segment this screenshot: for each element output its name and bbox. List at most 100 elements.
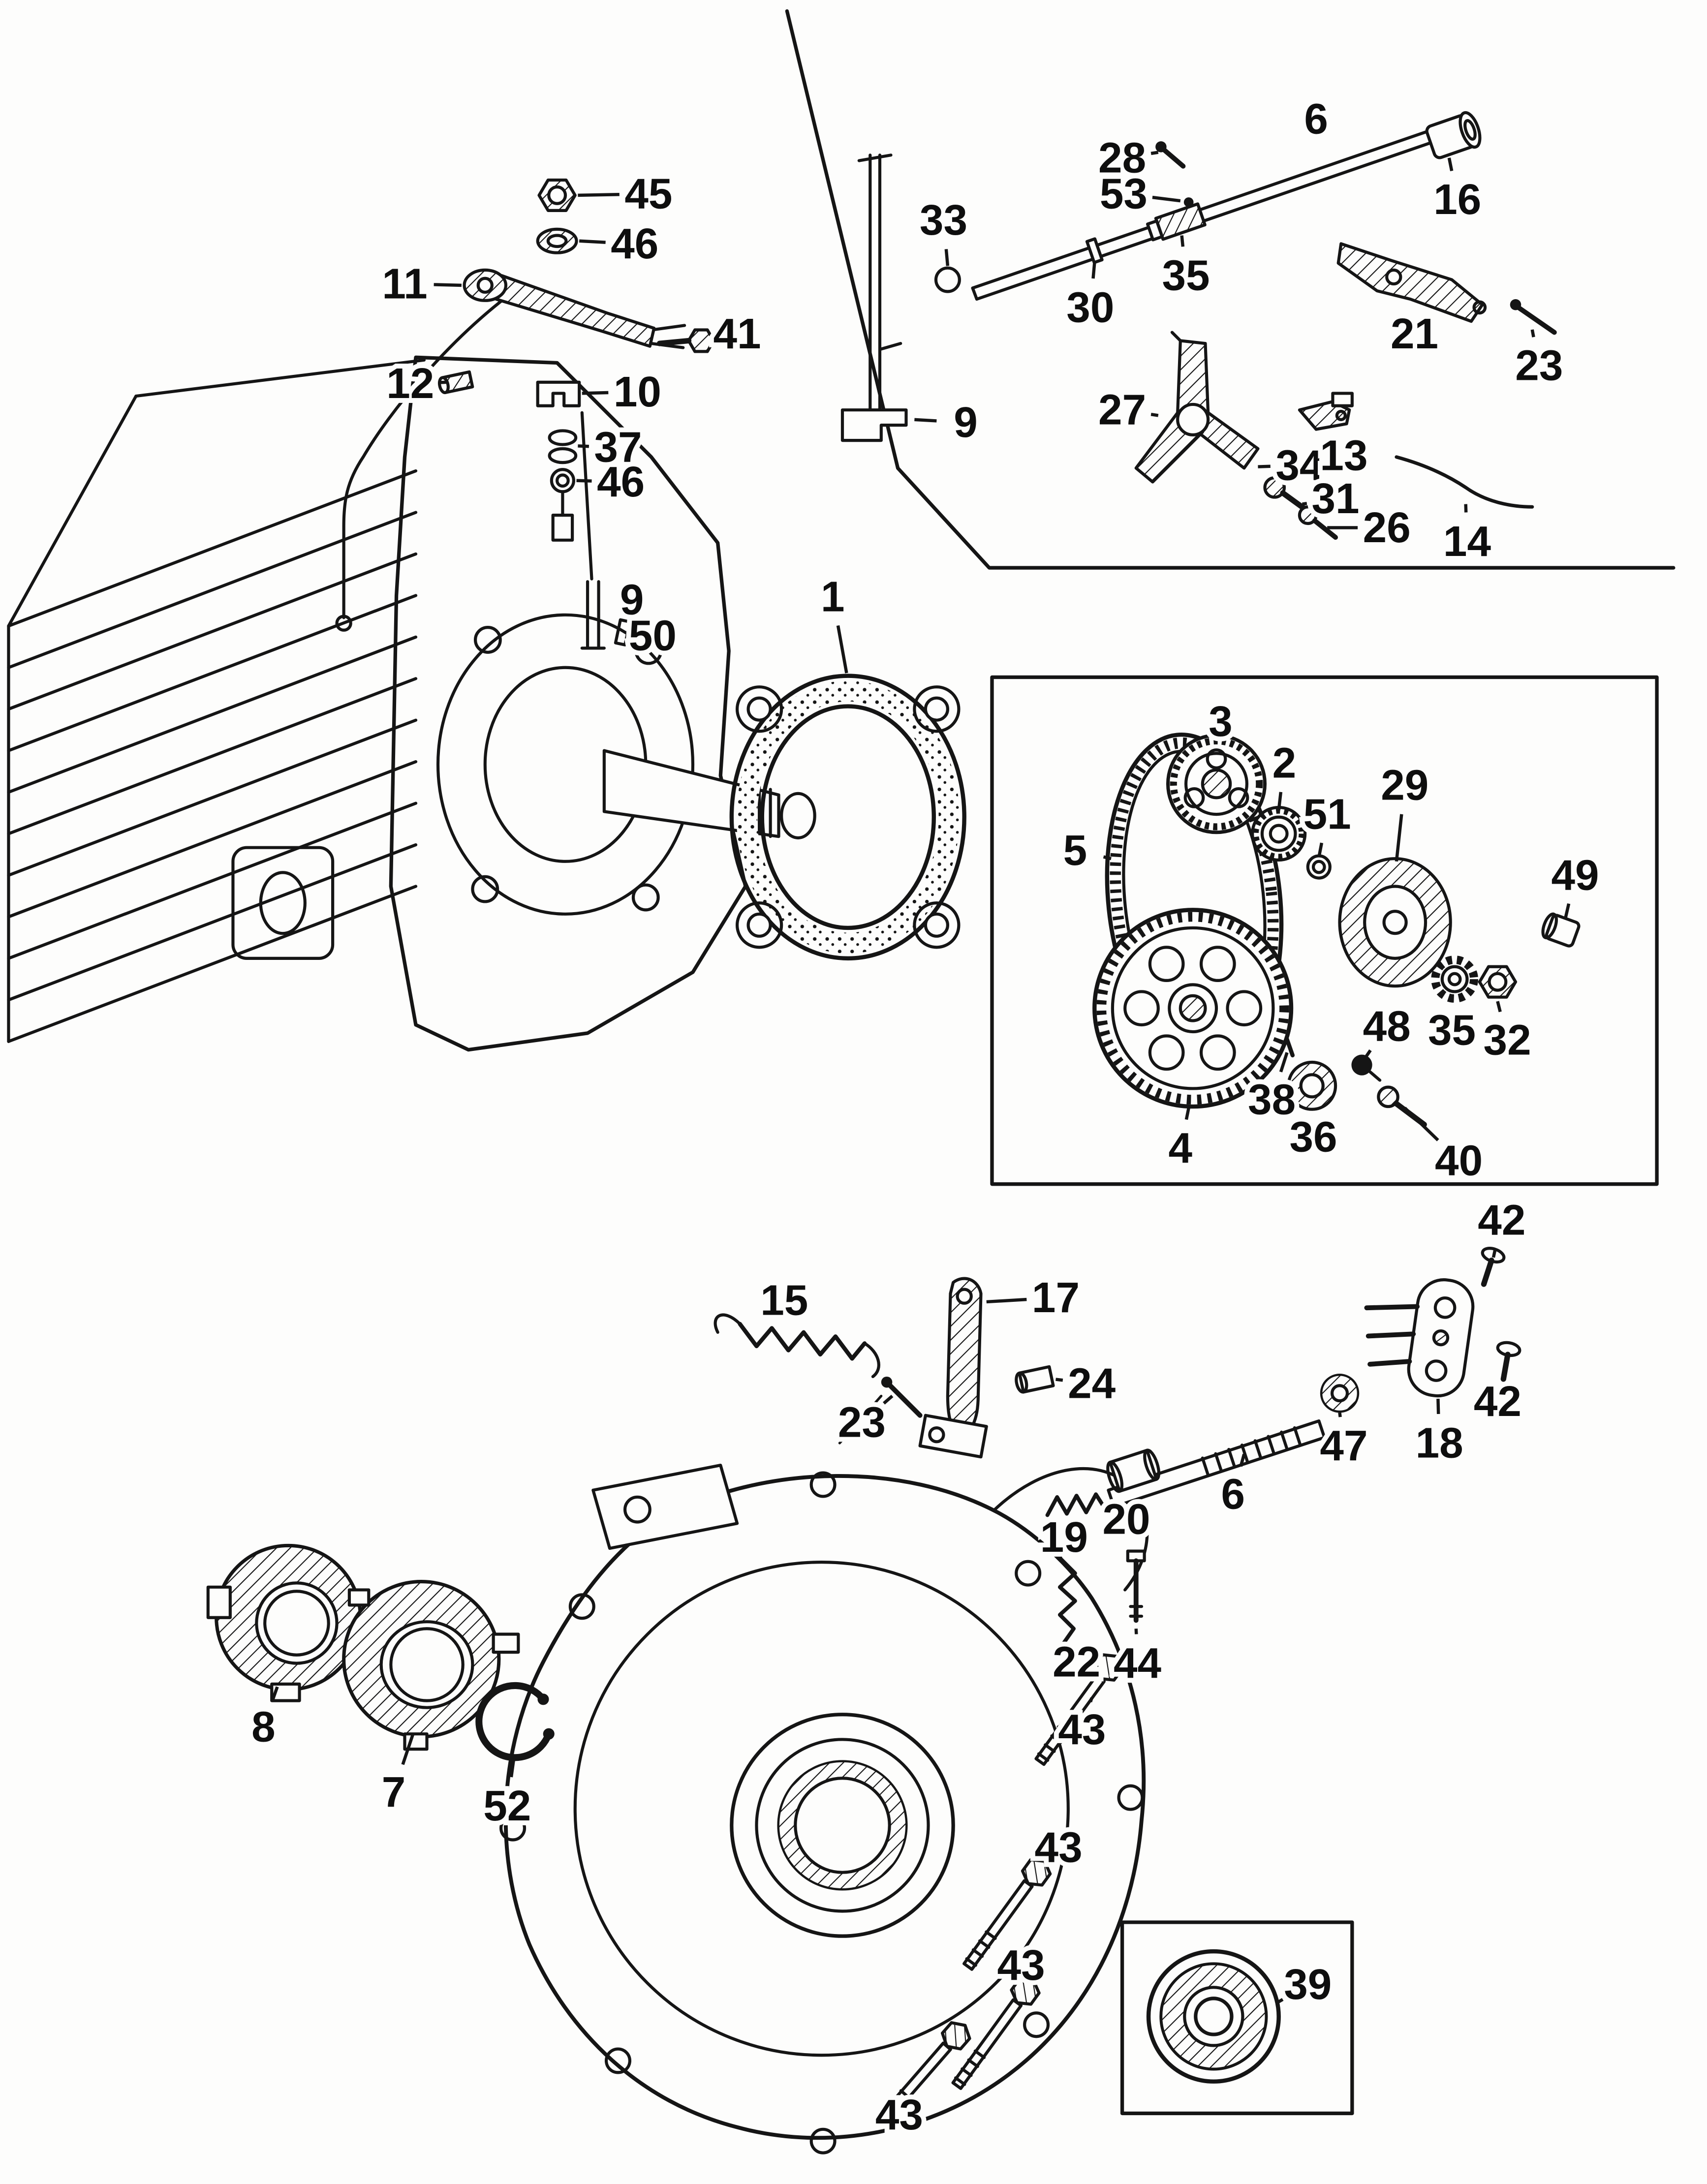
callout-label: 11 (382, 260, 427, 308)
engine-block (7, 295, 816, 1052)
callout-label: 8 (251, 1703, 276, 1751)
callout-label: 9 (620, 576, 644, 623)
pipe-9-installed (580, 580, 606, 650)
callout-leader (1277, 792, 1283, 811)
callout-label: 43 (875, 2091, 923, 2139)
callout-label: 4 (1169, 1124, 1193, 1172)
screw-42-bottom (1496, 1341, 1521, 1382)
cooling-fins (7, 358, 426, 1043)
callout-label: 17 (1032, 1274, 1080, 1322)
callout-leader (944, 249, 950, 266)
callout-leader (914, 418, 937, 423)
center-boss (730, 1713, 955, 1938)
callout-6: 6 (1300, 91, 1333, 148)
callout-36: 36 (1285, 1108, 1342, 1166)
callout-32: 32 (1479, 1001, 1536, 1069)
callout-20: 20 (1098, 1491, 1155, 1548)
callout-9: 9 (615, 571, 649, 628)
bearing-box (1120, 1920, 1354, 2116)
callout-label: 24 (1068, 1360, 1116, 1408)
callout-5: 5 (1058, 822, 1112, 879)
callout-label: 35 (1428, 1007, 1476, 1054)
callout-2: 2 (1268, 735, 1301, 811)
callout-label: 37 (594, 424, 642, 471)
sleeve-35 (1146, 202, 1207, 242)
callout-3: 3 (1204, 693, 1237, 750)
callout-50: 50 (624, 607, 682, 665)
callout-label: 1 (821, 573, 845, 621)
pin-23-top (1510, 299, 1557, 335)
callout-26: 26 (1327, 499, 1416, 556)
callout-29: 29 (1376, 757, 1433, 862)
callout-leader (1395, 814, 1403, 862)
spring-19 (1045, 1492, 1108, 1517)
callout-leader (1279, 1052, 1289, 1073)
cover-bolt-43-4 (874, 2021, 971, 2128)
callout-37: 37 (578, 419, 647, 476)
callout-label: 45 (624, 170, 672, 218)
callout-28: 28 (1093, 129, 1159, 186)
gasket-1 (729, 674, 966, 961)
engine-foot (231, 846, 335, 960)
callout-leader (1276, 1998, 1284, 2004)
arm-21 (1336, 242, 1487, 323)
callout-leader (579, 239, 606, 244)
callout-51: 51 (1299, 786, 1356, 858)
callout-label: 15 (760, 1277, 808, 1324)
pulley-3 (1166, 734, 1267, 834)
callout-label: 5 (1063, 827, 1087, 874)
cover-bolt-43-3 (951, 1977, 1041, 2090)
callout-38: 38 (1243, 1052, 1301, 1128)
callout-label: 51 (1304, 791, 1351, 838)
callout-leader (1491, 1248, 1497, 1258)
callout-label: 46 (597, 458, 645, 506)
crankcase-face (436, 613, 695, 916)
callout-label: 27 (1098, 386, 1146, 434)
callout-label: 48 (1363, 1002, 1411, 1050)
washers-37 (548, 429, 578, 464)
callout-16: 16 (1428, 157, 1486, 228)
callout-label: 9 (954, 399, 978, 446)
callout-1: 1 (816, 568, 849, 674)
star-gear-35 (1431, 955, 1478, 1003)
callout-label: 7 (382, 1768, 406, 1816)
callout-leader (1089, 1697, 1093, 1703)
callout-label: 10 (614, 368, 661, 416)
bracket-13 (1298, 392, 1354, 431)
wire-14 (1395, 455, 1534, 509)
callout-leader (401, 1733, 415, 1765)
washer-47 (1320, 1374, 1360, 1413)
callout-leader (1447, 157, 1454, 171)
screw-28 (1155, 141, 1186, 169)
callout-48: 48 (1358, 997, 1416, 1058)
callout-34: 34 (1258, 436, 1329, 494)
cap-49 (1541, 912, 1581, 948)
callout-leader (1184, 1107, 1190, 1120)
callout-leader (439, 380, 447, 384)
callout-leader (1403, 1107, 1439, 1141)
bolt-41 (656, 328, 715, 353)
callout-35: 35 (1157, 235, 1214, 305)
callout-label: 28 (1098, 134, 1146, 182)
shaft-6-bottom (1107, 1419, 1326, 1508)
roller-24 (1015, 1365, 1055, 1394)
callout-label: 14 (1443, 518, 1491, 565)
callout-label: 38 (1248, 1076, 1296, 1123)
callout-leader (1302, 501, 1307, 506)
spring-15 (714, 1313, 880, 1379)
shaft-9 (840, 154, 908, 442)
callout-24: 24 (1055, 1355, 1120, 1412)
callout-label: 43 (1035, 1823, 1083, 1871)
callout-52: 52 (478, 1755, 536, 1835)
crankcase-outline (389, 355, 747, 1052)
face-bolt-hole (634, 637, 663, 665)
washer-46-lower (550, 468, 575, 542)
callout-label: 31 (1312, 475, 1360, 523)
governor-holder-29 (1338, 857, 1452, 988)
callout-label: 46 (611, 220, 658, 268)
callout-19: 19 (1035, 1508, 1093, 1566)
pin-23-bottom (838, 1376, 923, 1445)
callout-leader (1496, 1001, 1502, 1013)
callout-label: 43 (997, 1941, 1045, 1989)
callout-46: 46 (579, 215, 663, 273)
